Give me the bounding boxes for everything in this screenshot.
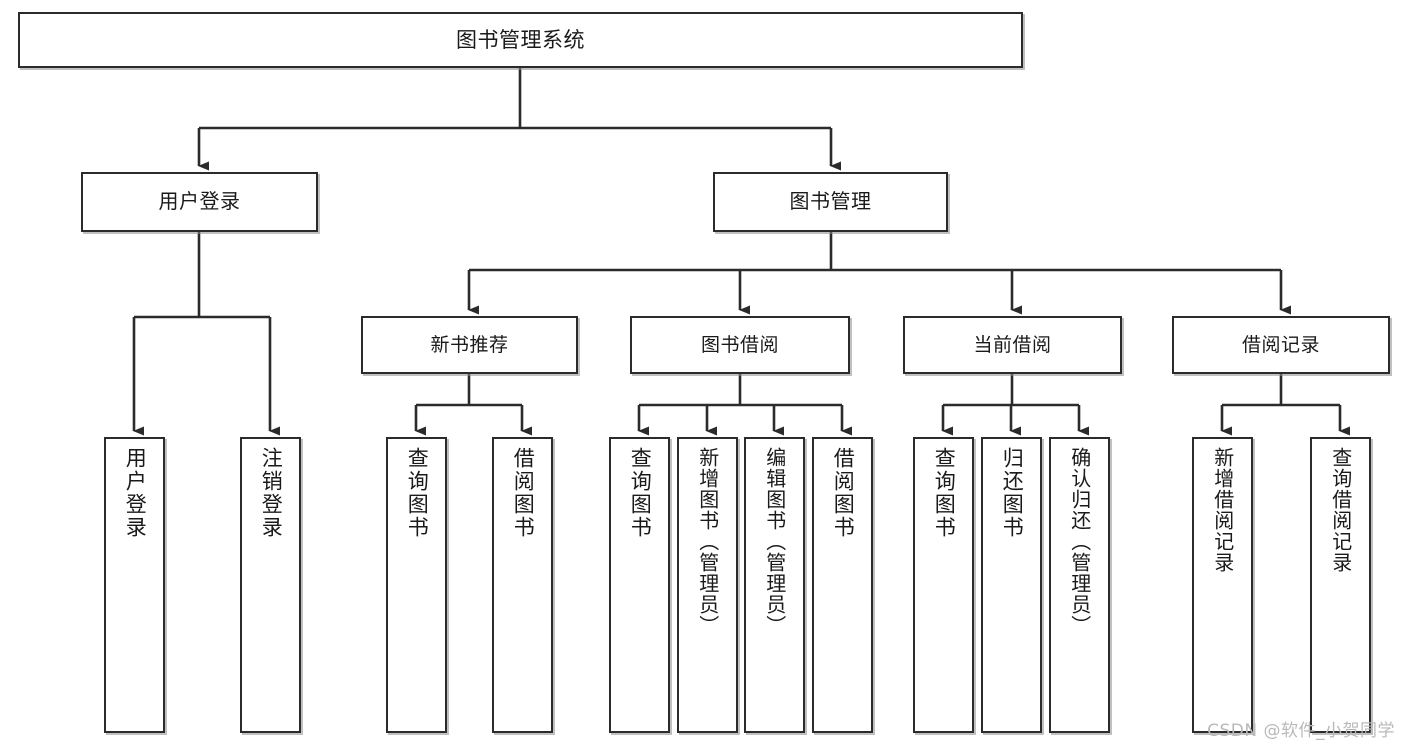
node-book-borrow[interactable]: 图书借阅 [630, 316, 850, 374]
node-label: 编辑图书（管理员） [762, 447, 787, 636]
leaf-new-book-borrow-book[interactable]: 借阅图书 [492, 437, 553, 733]
node-label: 新增图书（管理员） [695, 447, 720, 636]
node-label: 图书管理系统 [456, 27, 585, 52]
node-label: 查询图书 [628, 447, 653, 539]
leaf-current-borrow-return-book[interactable]: 归还图书 [981, 437, 1042, 733]
leaf-current-borrow-query-book[interactable]: 查询图书 [913, 437, 974, 733]
node-label: 用户登录 [158, 189, 241, 214]
node-label: 查询借阅记录 [1328, 447, 1353, 573]
node-book-management[interactable]: 图书管理 [713, 172, 948, 232]
leaf-borrow-record-query-record[interactable]: 查询借阅记录 [1310, 437, 1371, 733]
leaf-book-borrow-edit-book-admin[interactable]: 编辑图书（管理员） [744, 437, 805, 733]
node-label: 用户登录 [123, 447, 148, 539]
node-label: 新增借阅记录 [1210, 447, 1235, 573]
node-label: 查询图书 [932, 447, 957, 539]
watermark-text: CSDN @软件_小贺同学 [1207, 721, 1395, 741]
leaf-book-borrow-add-book-admin[interactable]: 新增图书（管理员） [677, 437, 738, 733]
leaf-borrow-record-add-record[interactable]: 新增借阅记录 [1192, 437, 1253, 733]
leaf-book-borrow-borrow-book[interactable]: 借阅图书 [812, 437, 873, 733]
node-label: 图书管理 [789, 189, 872, 214]
node-root-book-management-system[interactable]: 图书管理系统 [18, 12, 1023, 68]
node-label: 借阅记录 [1241, 333, 1320, 356]
leaf-current-borrow-confirm-return-admin[interactable]: 确认归还（管理员） [1049, 437, 1110, 733]
node-label: 归还图书 [1000, 447, 1025, 539]
node-label: 确认归还（管理员） [1067, 447, 1092, 636]
node-label: 借阅图书 [511, 447, 536, 539]
node-user-login[interactable]: 用户登录 [81, 172, 318, 232]
node-label: 新书推荐 [430, 333, 509, 356]
node-new-book-recommend[interactable]: 新书推荐 [361, 316, 578, 374]
node-label: 借阅图书 [831, 447, 856, 539]
node-current-borrow[interactable]: 当前借阅 [903, 316, 1122, 374]
node-borrow-record[interactable]: 借阅记录 [1172, 316, 1390, 374]
leaf-book-borrow-query-book[interactable]: 查询图书 [609, 437, 670, 733]
node-label: 当前借阅 [973, 333, 1052, 356]
node-label: 查询图书 [405, 447, 430, 539]
node-label: 图书借阅 [700, 333, 779, 356]
node-label: 注销登录 [259, 447, 284, 539]
leaf-user-login-login[interactable]: 用户登录 [104, 437, 165, 733]
leaf-new-book-query-book[interactable]: 查询图书 [386, 437, 447, 733]
leaf-user-login-logout[interactable]: 注销登录 [240, 437, 301, 733]
